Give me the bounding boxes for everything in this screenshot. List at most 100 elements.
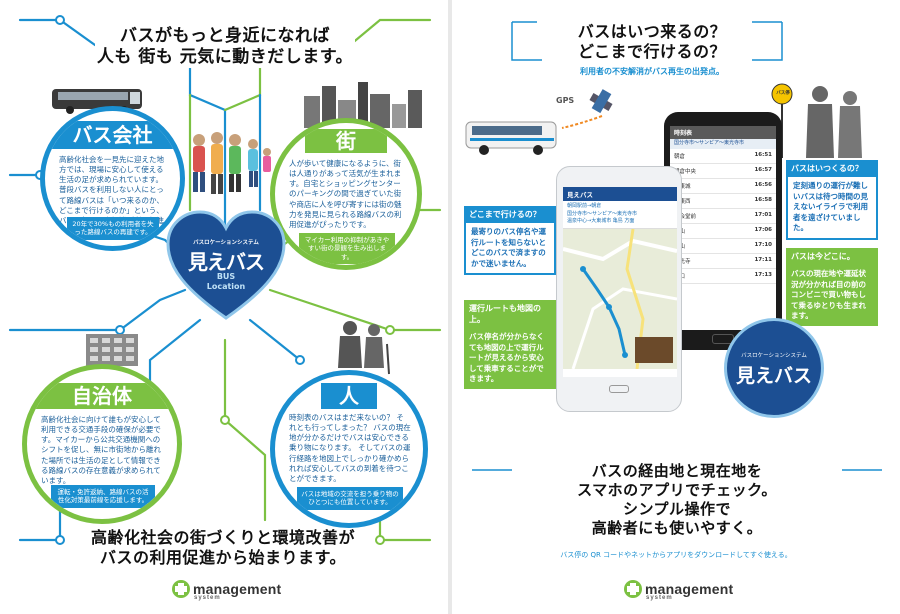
right-page: バスはいつ来るの？ どこまで行けるの？ 利用者の不安解消がバス再生の出発点。 G… (452, 0, 900, 614)
badge-logo: 見えバス (735, 365, 812, 387)
timetable-row[interactable]: 中山17:10 (670, 239, 776, 254)
right-company-logo: management system (624, 580, 733, 601)
callout-route-head: 運行ルートも地図の上。 (464, 300, 556, 329)
person-title: 人 (321, 383, 377, 409)
logo-wordmark: management (645, 581, 734, 597)
callout-where-head: どこまで行けるの？ (464, 206, 556, 224)
timetable-list: 朝倉 16:51 朝倉中央 16:57 大東城 16:56 大東西 16:58 公会堂前 17:0… (670, 149, 776, 284)
bus-company-title: バス会社 (45, 121, 180, 149)
left-headline-line2: 人も 街も 元気に動きだします。 (96, 47, 354, 67)
phone-front-home-icon[interactable] (609, 385, 629, 393)
callout-now: バスは今どこに。 バスの現在地や運延状況が分かれば目の前のコンビニで買い物もして… (786, 248, 878, 326)
town-body: 人が歩いて健康になるように、街は人通りがあって活気が生まれます。自宅とショッピン… (289, 159, 402, 229)
timetable-time: 16:57 (754, 166, 772, 173)
bus-gps-illustration (465, 89, 613, 155)
callout-where: どこまで行けるの？ 最寄りのバス停名や運行ルートを知らないとどこのバスで済ますの… (464, 206, 556, 276)
app-route-item-3[interactable]: 温泉中心→大東城市 亀島 方面 (567, 218, 635, 224)
elderly-couple-illustration (338, 321, 390, 375)
left-headline: バスがもっと身近になれば 人も 街も 元気に動きだします。 (95, 26, 355, 68)
timetable-time: 17:06 (754, 226, 772, 233)
timetable-time: 17:10 (754, 241, 772, 248)
left-bottom-line2: バスの利用促進から始まります。 (100, 548, 346, 567)
right-caption: バス停の QR コードやネットからアプリをダウンロードしてすぐ使える。 (560, 551, 792, 559)
timetable-stop: 朝倉 (674, 153, 686, 160)
left-headline-line1: バスがもっと身近になれば (120, 26, 330, 46)
bus-stop-elderly-illustration (771, 83, 862, 158)
timetable-time: 17:13 (754, 271, 772, 278)
callout-when-head: バスはいつくるの？ (786, 160, 878, 178)
app-route-item-1[interactable]: 朝岡駅前→朝倉 (567, 203, 602, 209)
callout-route: 運行ルートも地図の上。 バス停名が分からなくても地図の上で運行ルートが見えるから… (464, 300, 556, 389)
heart-subtitle: バスロケーションシステム (193, 240, 259, 246)
heart-logo: 見えバス (188, 250, 265, 274)
timetable-row[interactable]: 公会堂前 17:01 (670, 209, 776, 224)
right-bottom-line2: スマホのアプリでチェック。 (577, 481, 777, 499)
right-headline: バスはいつ来るの？ どこまで行けるの？ (532, 22, 772, 62)
municipality-title: 自治体 (33, 383, 171, 409)
callout-now-body: バスの現在地や運延状況が分かれば目の前のコンビニで買い物もして乗るゆとりも生まれ… (786, 265, 878, 326)
timetable-stop: 大東西 (674, 198, 691, 205)
left-bottom-line1: 高齢化社会の街づくりと環境改善が (90, 528, 355, 547)
timetable-time: 17:01 (754, 211, 772, 218)
timetable-row[interactable]: 朝山17:06 (670, 224, 776, 239)
timetable-row[interactable]: 大東西 16:58 (670, 194, 776, 209)
phone-front: 見えバス 朝岡駅前→朝倉 国分寺市～サンピア～東光寺市 温泉中心→大東城市 亀島… (556, 166, 682, 412)
timetable-stop: 朝倉中央 (674, 168, 697, 175)
municipality-note: 運転・免許返納、路線バスの活性化対策最前線を応援します。 (51, 485, 155, 508)
timetable-time: 17:11 (754, 256, 772, 263)
logo-subtext: system (646, 595, 673, 602)
logo-wordmark: management (193, 581, 282, 597)
route-map[interactable] (563, 228, 677, 369)
office-building-illustration (86, 334, 138, 366)
mie-bus-badge: バスロケーションシステム 見えバス (724, 318, 824, 418)
right-frame-lines (472, 21, 882, 471)
timetable-time: 16:51 (754, 151, 772, 158)
right-headline-line2: どこまで行けるの？ (577, 42, 727, 61)
timetable-row[interactable]: 大東城 16:56 (670, 179, 776, 194)
logo-subtext: system (194, 595, 221, 602)
municipality-circle: 自治体 高齢化社会に向けて誰もが安心して利用できる交通手段の確保が必要です。マイ… (22, 364, 182, 524)
callout-when-body: 定刻通りの運行が難しいバスは待つ時間の見えないイライラで利用者を遠ざけていました… (786, 177, 878, 240)
right-bottom-message: バスの経由地と現在地を スマホのアプリでチェック。 シンプル操作で 高齢者にも使… (522, 462, 832, 538)
person-circle: 人 時刻表のバスはまだ来ないの？ それとも行ってしまった？ バスの現在地が分かる… (270, 370, 428, 528)
left-bottom-headline: 高齢化社会の街づくりと環境改善が バスの利用促進から始まります。 (78, 528, 368, 568)
timetable-title: 時刻表 (670, 126, 776, 139)
town-title: 街 (305, 129, 387, 153)
person-body: 時刻表のバスはまだ来ないの？ それとも行ってしまった？ バスの現在地が分かるだけ… (289, 413, 411, 483)
gps-label: GPS (556, 96, 575, 105)
pedestrians-illustration (193, 132, 271, 194)
left-company-logo: management system (172, 580, 281, 601)
spread-gutter (448, 0, 452, 614)
timetable-stop: 公会堂前 (674, 213, 697, 220)
town-circle: 街 人が歩いて健康になるように、街は人通りがあって活気が生まれます。自宅とショッ… (270, 118, 422, 270)
town-note: マイカー利用の抑制があきやすい街の景観を生み出します。 (299, 233, 395, 265)
left-page: バスがもっと身近になれば 人も 街も 元気に動きだします。 バス会社 高齢化社会… (0, 0, 448, 614)
right-headline-line1: バスはいつ来るの？ (577, 22, 727, 41)
mie-bus-heart: バスロケーションシステム 見えバス BUS Location (166, 210, 286, 325)
timetable-route-header: 国分寺市～サンピア～東光寺市 (670, 139, 776, 149)
heart-en-line2: Location (206, 282, 246, 291)
timetable-row[interactable]: 東光寺 17:11 (670, 254, 776, 269)
timetable-row[interactable]: 北口17:13 (670, 269, 776, 284)
logo-mark-icon (172, 580, 190, 598)
heart-en-line1: BUS (216, 272, 236, 281)
callout-route-body: バス停名が分からなくても地図の上で運行ルートが見えるから安心して乗車することがで… (464, 328, 556, 389)
right-bottom-line4: 高齢者にも使いやすく。 (591, 519, 763, 537)
timetable-time: 16:58 (754, 196, 772, 203)
municipality-body: 高齢化社会に向けて誰もが安心して利用できる交通手段の確保が必要です。マイカーから… (41, 415, 161, 485)
app-route-item-2[interactable]: 国分寺市～サンピア～東光寺市 (567, 210, 638, 217)
app-title: 見えバス (563, 187, 677, 201)
timetable-row[interactable]: 朝倉 16:51 (670, 149, 776, 164)
timetable-row[interactable]: 朝倉中央 16:57 (670, 164, 776, 179)
right-bottom-line3: シンプル操作で (622, 500, 732, 518)
logo-mark-icon (624, 580, 642, 598)
timetable-stop: 大東城 (674, 183, 691, 190)
timetable-time: 16:56 (754, 181, 772, 188)
right-bottom-line1: バスの経由地と現在地を (591, 462, 763, 480)
phone-back: 時刻表 国分寺市～サンピア～東光寺市 朝倉 16:51 朝倉中央 16:57 大東城 16… (664, 112, 782, 350)
badge-subtitle: バスロケーションシステム (741, 353, 807, 359)
bus-company-circle: バス会社 高齢化社会を一見先に迎えた地方では、現場に安心して使える生活の足が求め… (40, 106, 185, 251)
timetable-stop: 東光寺 (674, 258, 691, 265)
right-subline: 利用者の不安解消がバス再生の出発点。 (580, 67, 724, 76)
app-route-list: 朝岡駅前→朝倉 国分寺市～サンピア～東光寺市 温泉中心→大東城市 亀島 方面 (563, 201, 677, 229)
